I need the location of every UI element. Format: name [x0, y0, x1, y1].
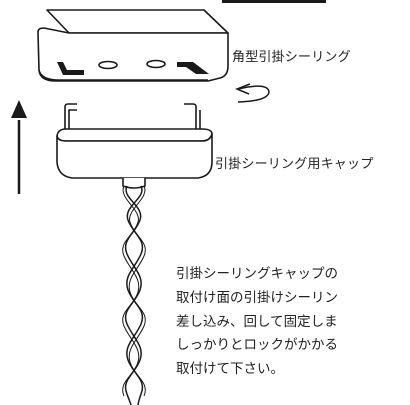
instruction-text: 引掛シーリングキャップの 取付け面の引掛けシーリン 差し込み、回して固定しま し… — [176, 263, 410, 382]
ceiling-plug-label: 角型引掛シーリング — [232, 50, 351, 65]
instruction-line: 差し込み、回して固定しま — [176, 313, 338, 330]
instruction-line: 引掛シーリングキャップの — [176, 266, 338, 282]
instruction-line: しっかりとロックがかかる — [176, 337, 338, 354]
instruction-line: 取付け面の引掛けシーリン — [176, 289, 338, 306]
top-edge-bar — [222, 0, 326, 3]
hook-cap — [56, 103, 213, 189]
hook-cap-label: 引掛シーリング用キャップ — [215, 157, 374, 172]
up-arrow-icon — [11, 100, 27, 194]
square-ceiling-plug — [37, 9, 229, 82]
rotate-arrow-icon — [234, 83, 270, 103]
twisted-cord — [122, 185, 146, 405]
instruction-line: 取付けて下さい。 — [176, 361, 284, 378]
